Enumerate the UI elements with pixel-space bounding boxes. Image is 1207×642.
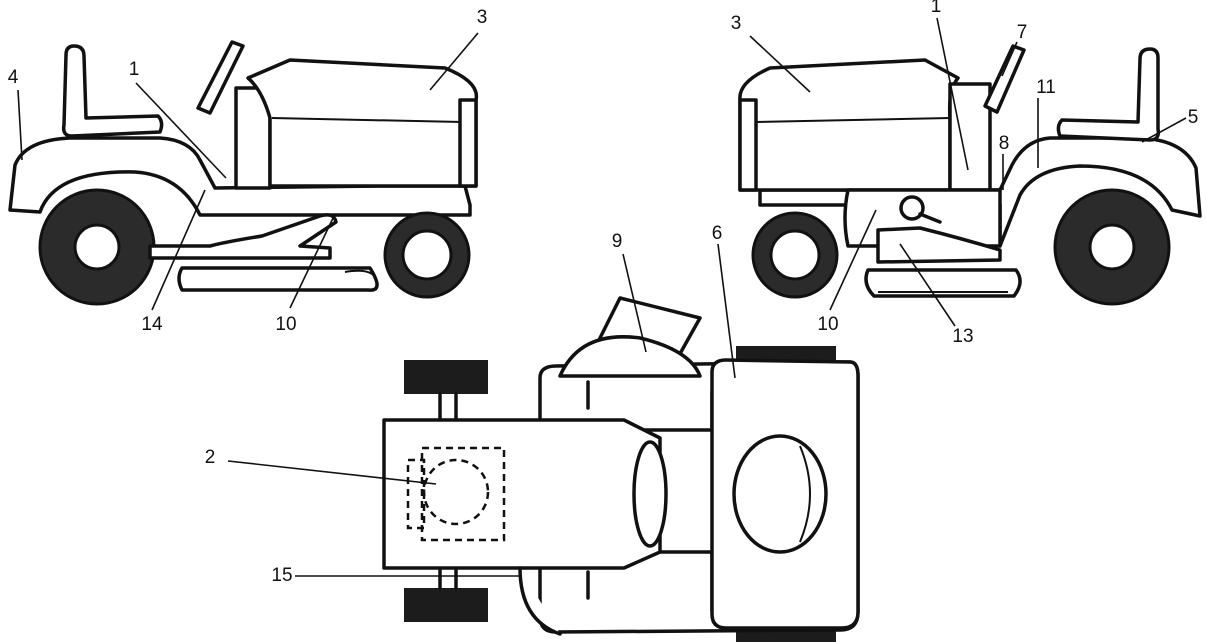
callout-10-right: 10: [817, 314, 838, 335]
rear-hub-right: [1088, 223, 1136, 271]
callout-5: 5: [1188, 107, 1199, 128]
leader-1-left: [135, 82, 227, 179]
tractor-top-view: [227, 243, 860, 642]
callout-9: 9: [612, 231, 623, 252]
leader-2: [227, 460, 437, 485]
rear-hub-left: [73, 223, 121, 271]
rear-flap-top: [518, 566, 562, 636]
rear-fender-left: [8, 136, 472, 217]
callout-15: 15: [271, 565, 292, 586]
leader-14: [151, 189, 206, 311]
seat-right: [1056, 47, 1161, 142]
callout-14: 14: [141, 314, 163, 335]
leader-10-right: [829, 209, 877, 311]
callout-8: 8: [999, 133, 1010, 154]
leader-7: [1001, 41, 1018, 77]
lift-lever-knob: [899, 195, 925, 221]
front-hub-left: [401, 229, 453, 281]
callout-3-left: 3: [477, 7, 488, 28]
steering-column-right: [948, 82, 992, 192]
rear-tire-top-upper: [404, 360, 488, 394]
lift-lever-arm: [918, 212, 942, 224]
callout-1-left: 1: [129, 59, 140, 80]
rear-tire-top-lower: [404, 588, 488, 622]
seat-left: [61, 44, 164, 138]
leader-10-left: [289, 215, 335, 309]
steering-column-left: [234, 86, 272, 190]
hood-right: [738, 58, 960, 192]
steering-wheel-left: [196, 40, 245, 115]
callout-7: 7: [1017, 22, 1028, 43]
body-top: [382, 418, 662, 570]
steering-wheel-right: [983, 44, 1026, 114]
callout-4: 4: [8, 67, 19, 88]
steering-top: [632, 440, 668, 548]
footrest-right: [876, 226, 1002, 264]
deck-dome: [558, 335, 702, 378]
leader-6: [717, 243, 736, 379]
leader-3-left: [429, 32, 479, 91]
grille-top: [732, 434, 828, 554]
leader-4: [17, 89, 23, 161]
seat-outline-top: [420, 446, 506, 542]
tractor-left-side-view: [8, 32, 479, 311]
callout-3-right: 3: [731, 13, 742, 34]
mower-deck-right: [864, 268, 1022, 298]
leader-3-right: [749, 35, 811, 93]
callout-labels: 1 4 3 14 10 1 3 7 11 8 5 10 13 9 6 2 15: [8, 0, 1199, 586]
seat-cushion-top: [422, 458, 490, 526]
footrest-left: [148, 213, 338, 260]
front-hub-right: [769, 229, 821, 281]
leader-9: [622, 253, 647, 353]
hood-left: [246, 58, 479, 188]
callout-6: 6: [712, 223, 723, 244]
grille-right: [738, 98, 758, 192]
callout-1-right: 1: [931, 0, 942, 17]
leader-5: [1141, 117, 1187, 143]
grille-highlight: [799, 445, 811, 543]
grille-left: [458, 98, 478, 188]
front-tire-top-upper: [736, 346, 836, 362]
leader-1-right: [936, 17, 969, 171]
hood-crease-left: [271, 117, 463, 123]
callout-10-left: 10: [275, 314, 296, 335]
callout-2: 2: [205, 447, 216, 468]
hood-crease-right: [754, 117, 951, 123]
leader-13: [899, 243, 956, 327]
deck-chute-left: [344, 269, 378, 291]
callout-13: 13: [952, 326, 973, 347]
callout-11: 11: [1036, 77, 1056, 98]
tractor-right-side-view: [738, 17, 1202, 327]
